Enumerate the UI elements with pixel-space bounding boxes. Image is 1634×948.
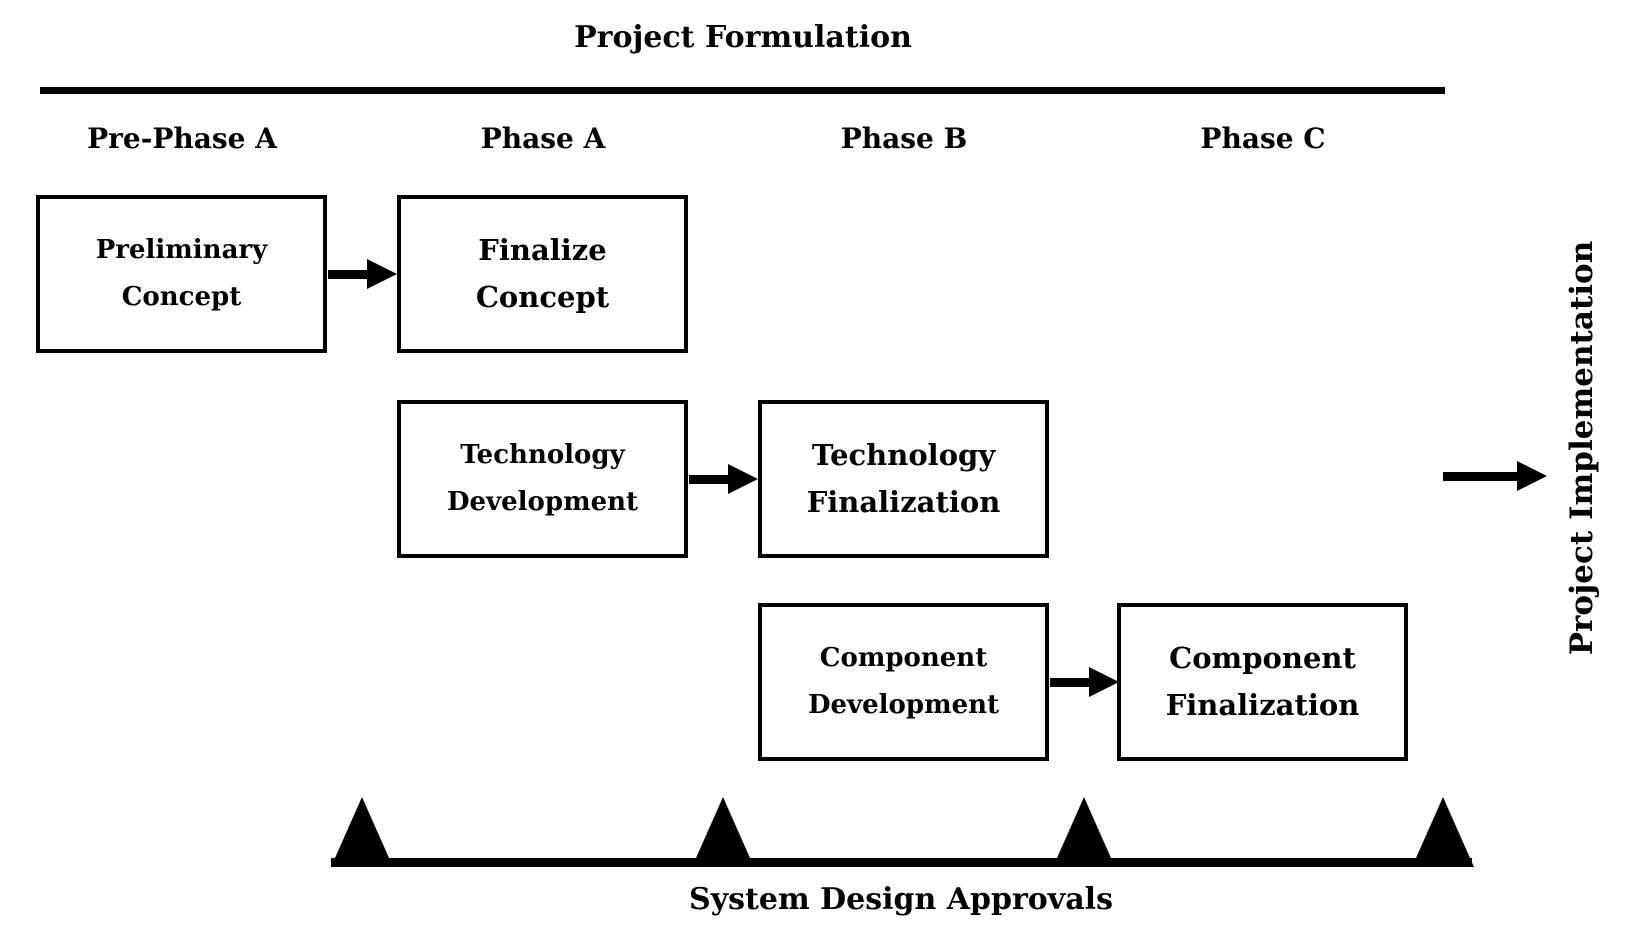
arrow-head <box>367 259 397 289</box>
phase-label-phase-a: Phase A <box>480 122 606 155</box>
technology-finalization-box: Technology Finalization <box>758 400 1049 558</box>
diagram-title: Project Formulation <box>574 20 912 55</box>
project-formulation-rule <box>40 87 1445 94</box>
component-finalization-box: Component Finalization <box>1117 603 1408 761</box>
preliminary-concept-box: Preliminary Concept <box>36 195 327 353</box>
system-design-approvals-label: System Design Approvals <box>689 882 1113 917</box>
component-development-line2: Development <box>807 690 1000 720</box>
milestone-triangle-icon <box>331 797 393 867</box>
component-development-box: Component Development <box>758 603 1049 761</box>
technology-finalization-line1: Technology <box>811 438 996 472</box>
finalize-concept-line1: Finalize <box>478 233 607 267</box>
arrow-shaft <box>328 269 367 279</box>
technology-development-line1: Technology <box>460 440 625 470</box>
arrow-shaft <box>1050 677 1089 687</box>
flow-arrow-icon <box>1050 667 1119 697</box>
arrow-head <box>1517 461 1547 491</box>
output-arrow-icon <box>1443 461 1547 491</box>
arrow-shaft <box>689 474 728 484</box>
project-implementation-label: Project Implementation <box>1564 240 1600 656</box>
arrow-shaft <box>1443 471 1517 481</box>
preliminary-concept-line2: Concept <box>121 282 242 312</box>
finalize-concept-line2: Concept <box>475 280 610 314</box>
arrow-head <box>728 464 758 494</box>
preliminary-concept-line1: Preliminary <box>95 235 268 265</box>
milestone-triangle-icon <box>692 797 754 867</box>
component-development-line1: Component <box>819 643 988 673</box>
phase-label-phase-b: Phase B <box>840 122 968 155</box>
finalize-concept-box: Finalize Concept <box>397 195 688 353</box>
technology-development-line2: Development <box>446 487 639 517</box>
technology-development-box: Technology Development <box>397 400 688 558</box>
arrow-head <box>1089 667 1119 697</box>
component-finalization-line1: Component <box>1169 641 1356 675</box>
milestone-triangle-icon <box>1412 797 1474 867</box>
flow-arrow-icon <box>328 259 397 289</box>
component-finalization-line2: Finalization <box>1165 688 1360 722</box>
flow-arrow-icon <box>689 464 758 494</box>
phase-label-pre-phase-a: Pre-Phase A <box>87 122 277 155</box>
milestone-triangle-icon <box>1053 797 1115 867</box>
technology-finalization-line2: Finalization <box>806 485 1001 519</box>
phase-label-phase-c: Phase C <box>1200 122 1326 155</box>
approvals-timeline-rule <box>331 858 1472 867</box>
